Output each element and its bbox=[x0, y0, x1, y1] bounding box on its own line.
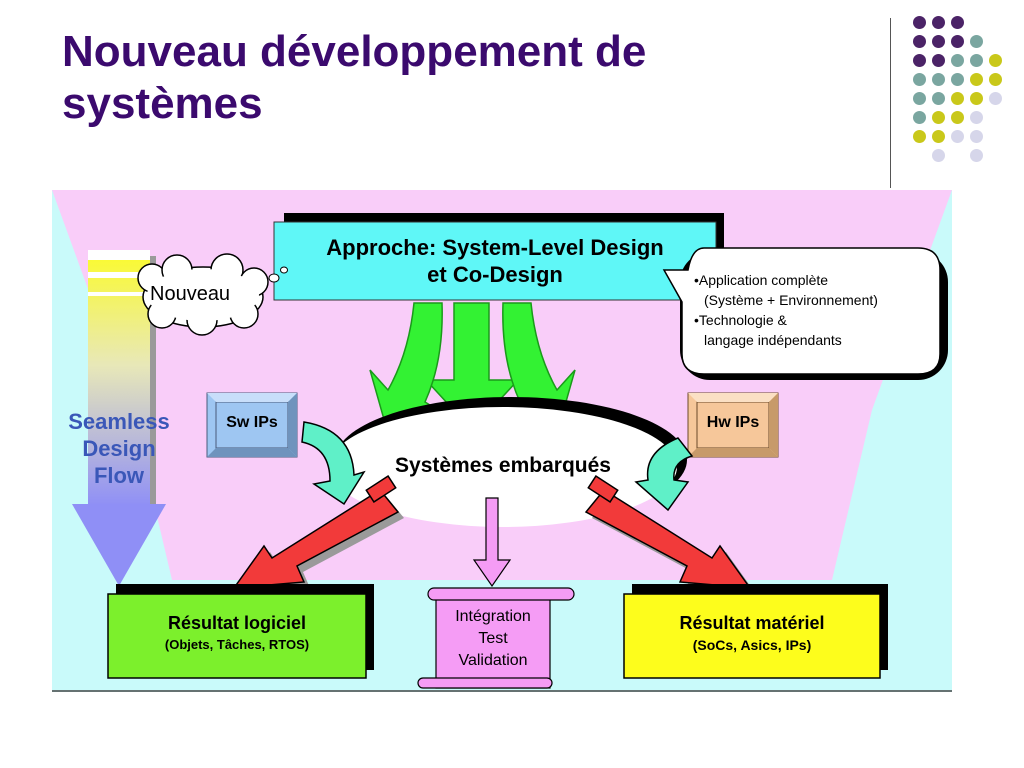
dot bbox=[951, 111, 964, 124]
dot bbox=[913, 130, 926, 143]
flow-line-3: Flow bbox=[93, 463, 145, 488]
dot bbox=[913, 54, 926, 67]
dot bbox=[913, 92, 926, 105]
software-result-text: Résultat logiciel (Objets, Tâches, RTOS) bbox=[108, 612, 366, 656]
approach-box bbox=[273, 213, 724, 301]
software-result-detail: (Objets, Tâches, RTOS) bbox=[164, 637, 310, 652]
dot bbox=[970, 111, 983, 124]
dot bbox=[913, 111, 926, 124]
callout-line-4: langage indépendants bbox=[704, 332, 842, 348]
hardware-result-text: Résultat matériel (SoCs, Asics, IPs) bbox=[624, 612, 880, 656]
embedded-systems-label: Systèmes embarqués bbox=[395, 454, 611, 477]
dot bbox=[913, 73, 926, 86]
title-line-2: systèmes bbox=[62, 79, 263, 128]
callout-line-2: (Système + Environnement) bbox=[704, 292, 878, 308]
nouveau-cloud bbox=[137, 253, 288, 336]
dot bbox=[932, 111, 945, 124]
embedded-systems-ellipse bbox=[329, 397, 687, 527]
dot bbox=[970, 54, 983, 67]
title-line-1: Nouveau développement de bbox=[62, 27, 647, 76]
dot bbox=[932, 149, 945, 162]
dot bbox=[951, 16, 964, 29]
integration-line-1: Intégration bbox=[455, 608, 531, 625]
integration-line-3: Validation bbox=[458, 652, 528, 669]
integration-scroll bbox=[417, 587, 575, 689]
dot bbox=[951, 73, 964, 86]
flow-line-1: Seamless bbox=[68, 409, 170, 434]
approach-line-2: et Co-Design bbox=[427, 262, 563, 287]
dot bbox=[970, 130, 983, 143]
teal-curved-arrows bbox=[301, 421, 694, 512]
dot bbox=[932, 35, 945, 48]
dot bbox=[970, 35, 983, 48]
dot bbox=[932, 92, 945, 105]
approach-line-1: Approche: System-Level Design bbox=[326, 235, 664, 260]
sw-ips-box bbox=[206, 392, 298, 458]
integration-line-2: Test bbox=[478, 630, 508, 647]
dot bbox=[951, 35, 964, 48]
dot bbox=[989, 73, 1002, 86]
dot bbox=[913, 35, 926, 48]
flow-line-2: Design bbox=[82, 436, 156, 461]
dot bbox=[951, 130, 964, 143]
hw-ips-label: Hw IPs bbox=[706, 414, 760, 431]
dot bbox=[951, 54, 964, 67]
diagram-graphics bbox=[52, 190, 952, 692]
red-arrows bbox=[232, 475, 756, 594]
sw-ips-label: Sw IPs bbox=[226, 414, 278, 431]
hardware-result-box bbox=[623, 584, 888, 679]
callout-text: •Application complète (Système + Environ… bbox=[694, 270, 944, 350]
slide-title: Nouveau développement de systèmes bbox=[62, 26, 862, 130]
dot bbox=[913, 16, 926, 29]
dot bbox=[989, 54, 1002, 67]
callout-line-1: •Application complète bbox=[694, 272, 829, 288]
nouveau-label: Nouveau bbox=[150, 283, 231, 305]
dot bbox=[932, 16, 945, 29]
integration-text: Intégration Test Validation bbox=[436, 606, 550, 672]
dot bbox=[970, 73, 983, 86]
dot bbox=[951, 92, 964, 105]
dot bbox=[932, 73, 945, 86]
callout-line-3: •Technologie & bbox=[694, 312, 787, 328]
hw-ips-box bbox=[687, 392, 779, 458]
hardware-result-title: Résultat matériel bbox=[679, 613, 825, 633]
software-result-title: Résultat logiciel bbox=[167, 613, 307, 633]
callout-bubble bbox=[662, 247, 948, 380]
software-result-box bbox=[107, 584, 374, 679]
design-flow-diagram: Approche: System-Level Design et Co-Desi… bbox=[52, 190, 952, 692]
dot bbox=[932, 54, 945, 67]
dot bbox=[970, 149, 983, 162]
pink-down-arrow bbox=[472, 497, 512, 588]
hardware-result-detail: (SoCs, Asics, IPs) bbox=[692, 637, 812, 653]
dot bbox=[932, 130, 945, 143]
dot bbox=[970, 92, 983, 105]
seamless-flow-label: Seamless Design Flow bbox=[52, 408, 186, 489]
divider-line bbox=[890, 18, 891, 188]
dot bbox=[989, 92, 1002, 105]
approach-title: Approche: System-Level Design et Co-Desi… bbox=[274, 234, 716, 288]
